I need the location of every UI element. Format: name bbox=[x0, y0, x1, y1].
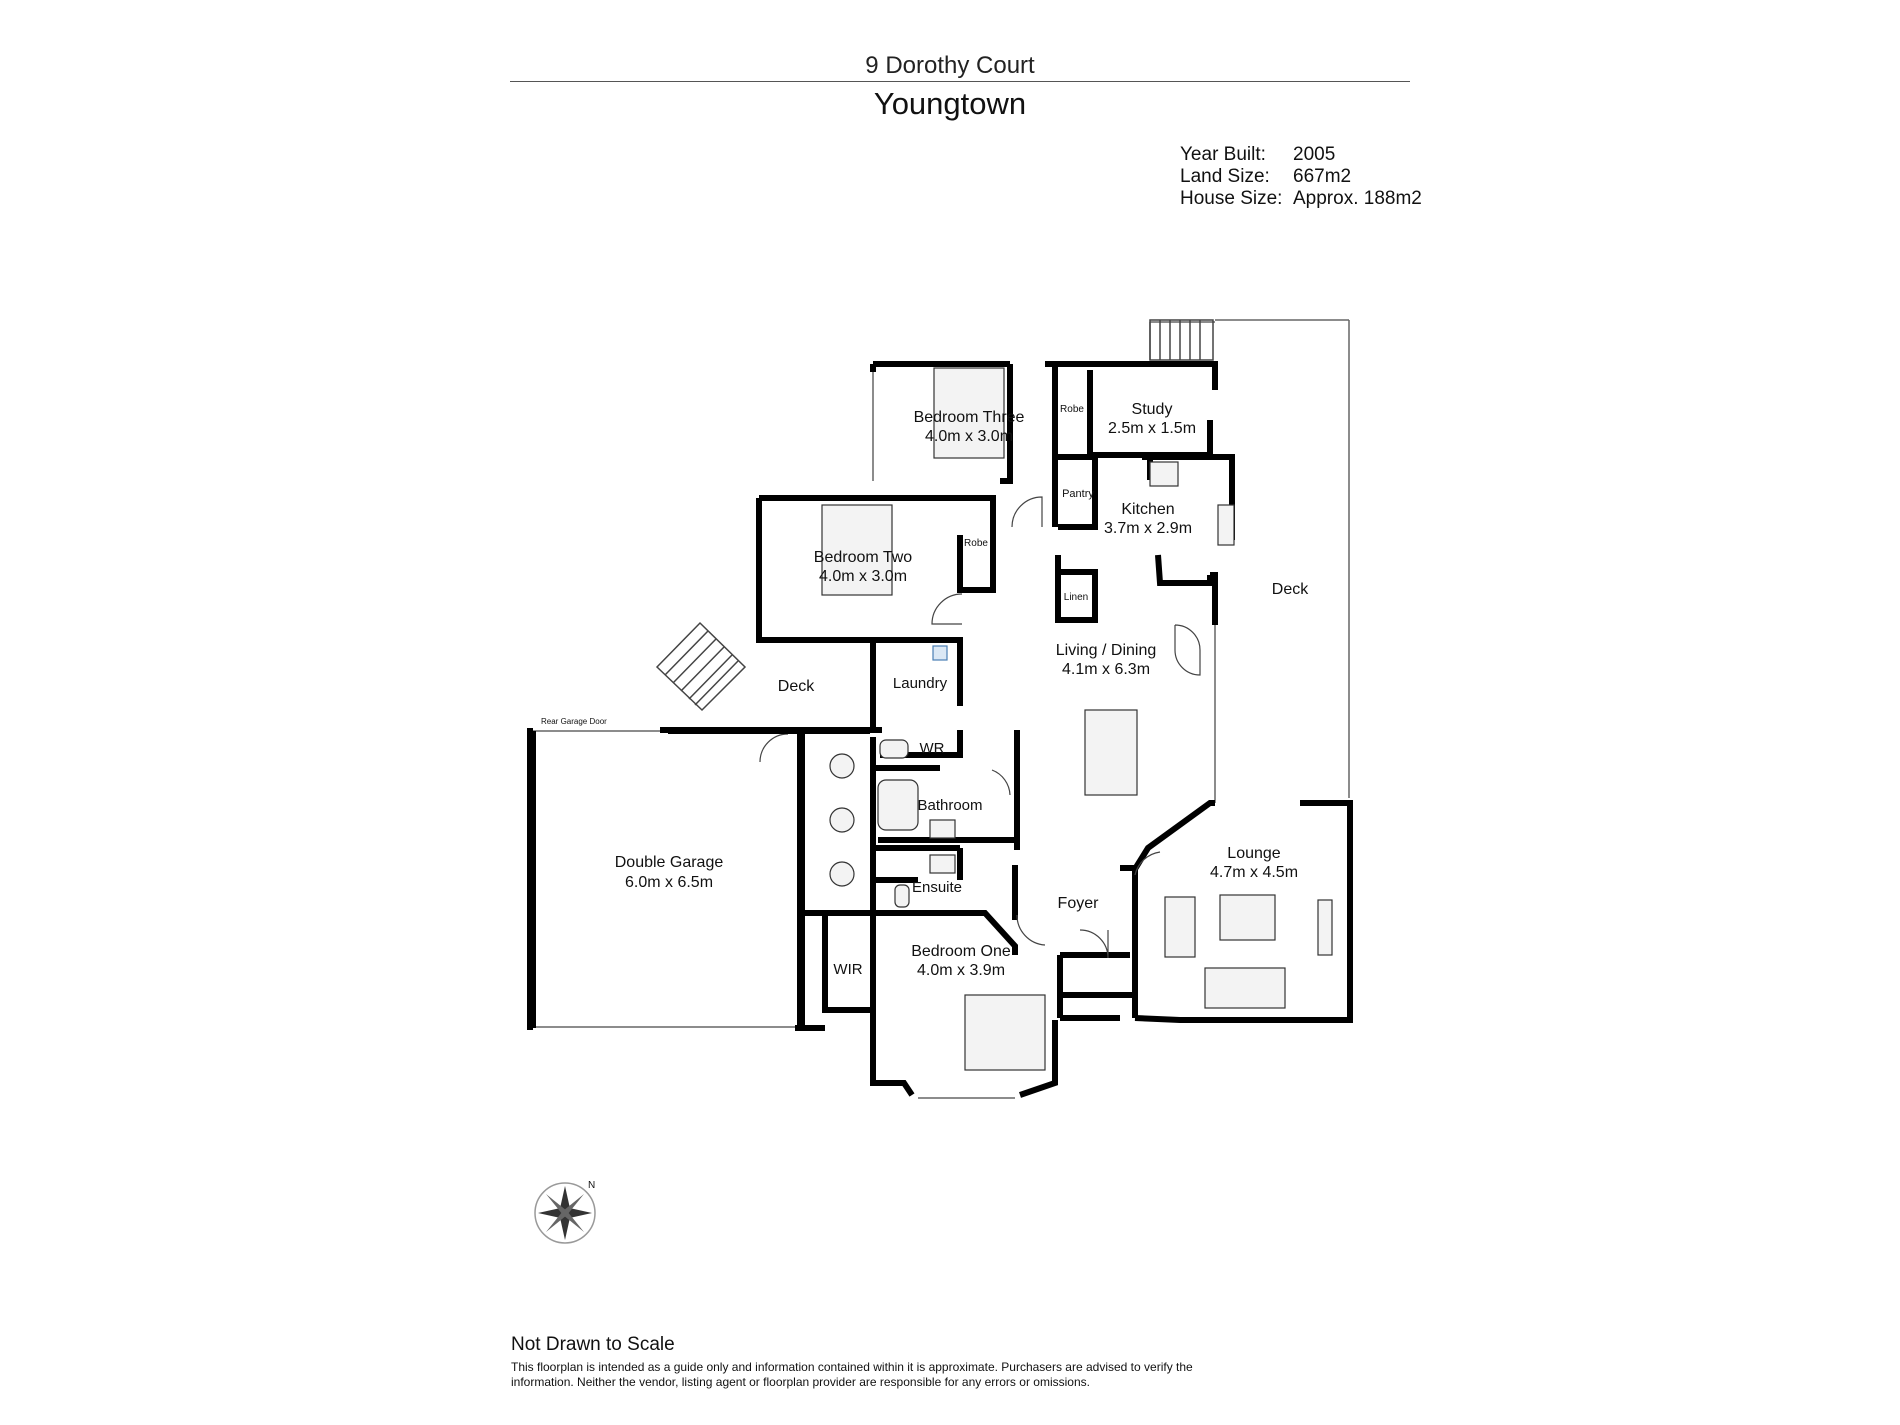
plant-icon bbox=[829, 861, 855, 887]
room-wir: WIR bbox=[833, 961, 862, 978]
room-lounge: Lounge bbox=[1227, 845, 1280, 862]
kitchen-sink-icon bbox=[1217, 504, 1235, 546]
laundry-tub-icon bbox=[932, 645, 948, 661]
bath-icon bbox=[877, 779, 919, 831]
room-bedroom-two-size: 4.0m x 3.0m bbox=[819, 568, 907, 585]
room-living-dining: Living / Dining bbox=[1056, 642, 1157, 659]
info-value: Approx. 188m2 bbox=[1293, 188, 1422, 209]
plant-icon bbox=[829, 807, 855, 833]
room-living-dining-size: 4.1m x 6.3m bbox=[1062, 661, 1150, 678]
thick-walls bbox=[530, 361, 1353, 1098]
coffee-table-icon bbox=[1219, 894, 1276, 941]
room-ensuite: Ensuite bbox=[912, 879, 962, 896]
sink-icon bbox=[929, 854, 956, 874]
bed-icon bbox=[821, 504, 893, 596]
room-bathroom: Bathroom bbox=[917, 797, 982, 814]
room-bedroom-one: Bedroom One bbox=[911, 943, 1011, 960]
room-linen: Linen bbox=[1064, 592, 1088, 603]
info-row-land: Land Size: 667m2 bbox=[1180, 166, 1351, 188]
compass-rose-icon bbox=[534, 1182, 596, 1244]
room-bedroom-three: Bedroom Three bbox=[914, 409, 1025, 426]
room-kitchen-size: 3.7m x 2.9m bbox=[1104, 520, 1192, 537]
not-to-scale-note: Not Drawn to Scale bbox=[511, 1334, 675, 1355]
room-double-garage: Double Garage bbox=[615, 854, 724, 871]
street-address: 9 Dorothy Court bbox=[865, 52, 1035, 79]
room-deck-east: Deck bbox=[1272, 581, 1309, 598]
info-row-house: House Size: Approx. 188m2 bbox=[1180, 188, 1422, 210]
toilet-icon bbox=[879, 739, 909, 759]
furniture bbox=[821, 367, 1333, 1071]
plant-icon bbox=[829, 753, 855, 779]
room-bedroom-two: Bedroom Two bbox=[814, 549, 913, 566]
info-label: Year Built: bbox=[1180, 144, 1266, 165]
room-wr: WR bbox=[920, 740, 945, 757]
info-label: House Size: bbox=[1180, 188, 1283, 209]
label-rear-garage-door: Rear Garage Door bbox=[541, 717, 607, 726]
info-row-year: Year Built: 2005 bbox=[1180, 144, 1335, 166]
bed-icon bbox=[933, 367, 1005, 459]
room-study-size: 2.5m x 1.5m bbox=[1108, 420, 1196, 437]
info-value: 2005 bbox=[1293, 144, 1336, 165]
sofa-icon bbox=[1204, 967, 1286, 1009]
sink-icon bbox=[929, 819, 956, 839]
room-robe-b3: Robe bbox=[1060, 404, 1084, 415]
disclaimer-text: This floorplan is intended as a guide on… bbox=[511, 1360, 1193, 1389]
cooktop-icon bbox=[1149, 461, 1179, 487]
room-double-garage-size: 6.0m x 6.5m bbox=[625, 874, 713, 891]
suburb-title: Youngtown bbox=[873, 86, 1027, 121]
armchair-icon bbox=[1164, 896, 1196, 958]
doors bbox=[759, 496, 1201, 959]
info-value: 667m2 bbox=[1293, 166, 1352, 187]
tv-icon bbox=[1317, 899, 1333, 956]
stairs-rear bbox=[655, 621, 747, 712]
compass-north-label: N bbox=[588, 1180, 595, 1191]
bed-icon bbox=[964, 994, 1046, 1071]
room-laundry: Laundry bbox=[893, 675, 948, 692]
header-divider bbox=[510, 81, 1410, 82]
room-kitchen: Kitchen bbox=[1121, 501, 1174, 518]
garage-walls bbox=[527, 728, 825, 1031]
stairs-north bbox=[1149, 319, 1214, 361]
room-study: Study bbox=[1132, 401, 1173, 418]
room-robe-b2: Robe bbox=[964, 538, 988, 549]
info-label: Land Size: bbox=[1180, 166, 1270, 187]
room-lounge-size: 4.7m x 4.5m bbox=[1210, 864, 1298, 881]
room-bedroom-three-size: 4.0m x 3.0m bbox=[925, 428, 1013, 445]
toilet-icon bbox=[894, 884, 910, 908]
room-pantry: Pantry bbox=[1062, 488, 1094, 500]
room-bedroom-one-size: 4.0m x 3.9m bbox=[917, 962, 1005, 979]
room-foyer: Foyer bbox=[1058, 895, 1100, 912]
room-deck-rear: Deck bbox=[778, 678, 815, 695]
dining-table-icon bbox=[1084, 709, 1138, 796]
